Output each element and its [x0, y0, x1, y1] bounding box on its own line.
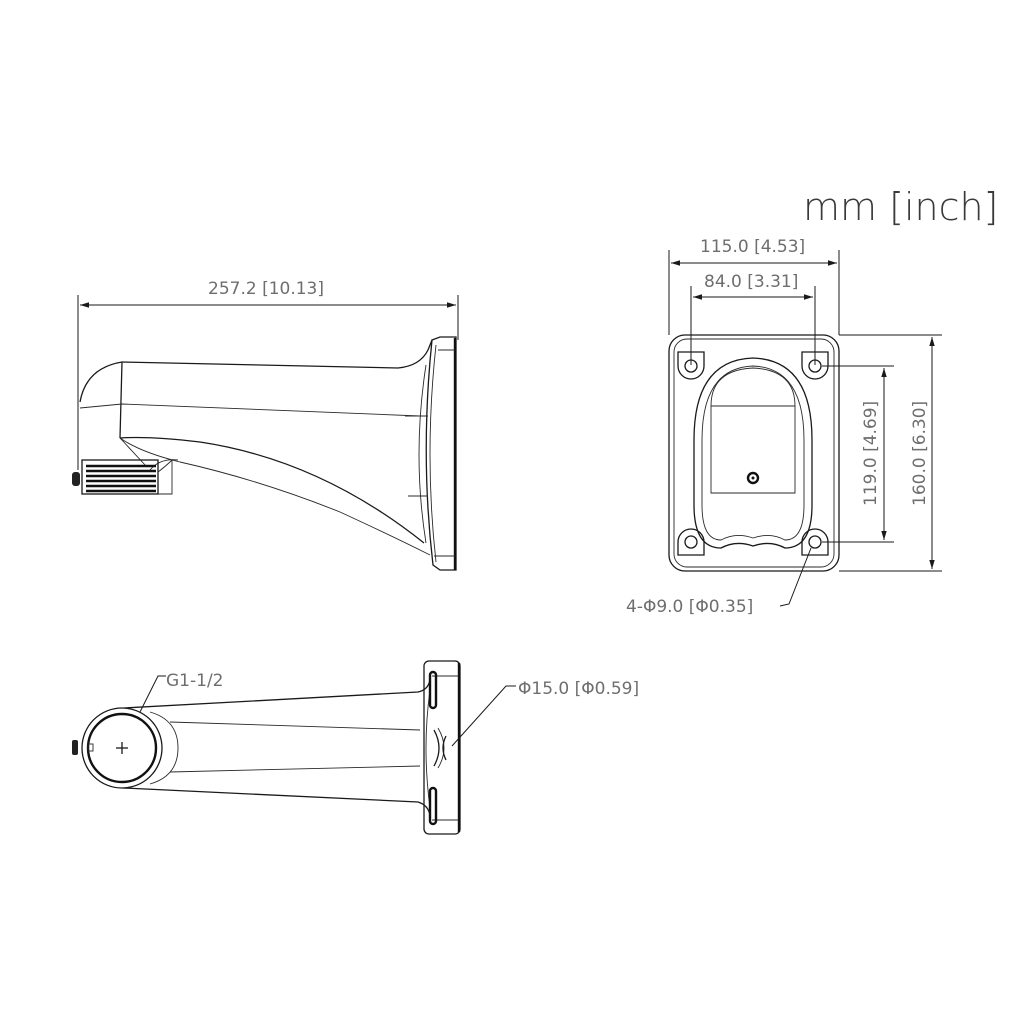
bracket-arm-side	[79, 339, 433, 556]
mount-holes-callout: 4-Φ9.0 [Φ0.35]	[626, 547, 812, 617]
hole-height-label: 119.0 [4.69]	[861, 401, 881, 506]
hole-width-label: 84.0 [3.31]	[704, 272, 798, 292]
overall-length-dimension: 257.2 [10.13]	[77, 279, 459, 470]
outer-width-label: 115.0 [4.53]	[700, 237, 805, 257]
mounting-hole-top-right	[801, 351, 829, 380]
hole-width-dimension: 84.0 [3.31]	[690, 272, 816, 365]
cable-hole-callout: Φ15.0 [Φ0.59]	[451, 679, 639, 747]
base-plate-view: 115.0 [4.53] 84.0 [3.31]	[626, 237, 942, 617]
bracket-head-top	[72, 707, 179, 789]
wall-plate-top	[423, 660, 461, 835]
thread-callout: G1-1/2	[139, 671, 223, 713]
top-view: G1-1/2 Φ15.0 [Φ0.59]	[72, 660, 639, 835]
side-view: 257.2 [10.13]	[72, 279, 459, 571]
thread-label: G1-1/2	[166, 671, 223, 691]
outer-height-dimension: 160.0 [6.30]	[839, 334, 942, 572]
wall-plate-side	[405, 336, 457, 571]
set-screw-icon	[72, 740, 78, 755]
mounting-hole-top-left	[677, 351, 705, 380]
threaded-nipple-side	[72, 458, 173, 495]
cable-hole-label: Φ15.0 [Φ0.59]	[518, 679, 639, 699]
mounting-hole-bottom-left	[677, 528, 705, 556]
hole-height-dimension: 119.0 [4.69]	[822, 365, 894, 543]
mounting-hole-bottom-right	[801, 528, 829, 556]
mount-holes-label: 4-Φ9.0 [Φ0.35]	[626, 597, 753, 617]
outer-width-dimension: 115.0 [4.53]	[668, 237, 840, 335]
units-label: mm [inch]	[803, 185, 998, 229]
overall-length-label: 257.2 [10.13]	[208, 279, 324, 299]
set-screw-icon	[72, 472, 80, 486]
center-screw-icon	[746, 471, 760, 485]
outer-height-label: 160.0 [6.30]	[910, 401, 930, 506]
